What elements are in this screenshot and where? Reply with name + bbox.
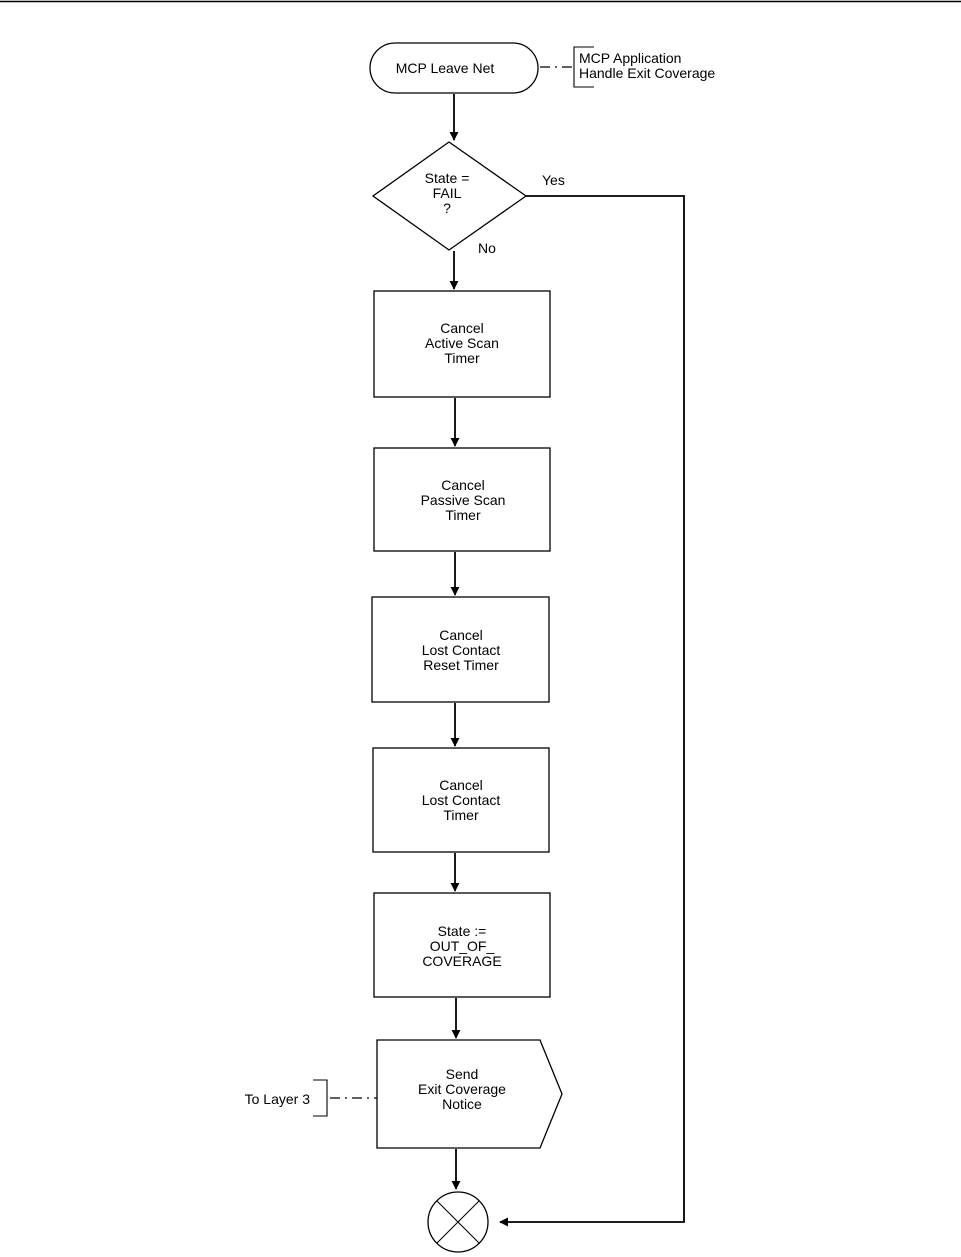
decision-line-2: FAIL [433, 185, 462, 201]
step-4-line-2: Lost Contact [422, 792, 501, 808]
step-cancel-lost-contact-reset-timer [371, 596, 550, 703]
start-note-line-2: Handle Exit Coverage [579, 65, 715, 81]
yes-path [499, 195, 685, 1227]
no-label: No [478, 240, 496, 256]
step-3-line-3: Reset Timer [423, 657, 499, 673]
start-note-line-1: MCP Application [579, 50, 681, 66]
terminator-x-icon [427, 1191, 489, 1253]
step-4-line-1: Cancel [439, 777, 483, 793]
send-exit-coverage-notice [376, 1039, 563, 1149]
send-note-bracket [313, 1079, 328, 1117]
step-1-line-3: Timer [444, 350, 480, 366]
start-terminal [369, 42, 539, 94]
step-5-line-1: State := [438, 923, 487, 939]
step-cancel-active-scan-timer [373, 290, 551, 398]
yes-label: Yes [542, 172, 565, 188]
step-cancel-lost-contact-timer [372, 747, 550, 853]
step-5-line-2: OUT_OF_ [430, 938, 495, 954]
step-2-line-2: Passive Scan [421, 492, 506, 508]
step-cancel-passive-scan-timer [373, 447, 551, 552]
start-label: MCP Leave Net [396, 60, 495, 76]
decision-diamond [371, 141, 528, 251]
send-line-1: Send [446, 1066, 479, 1082]
step-1-line-2: Active Scan [425, 335, 499, 351]
send-line-2: Exit Coverage [418, 1081, 506, 1097]
step-4-line-3: Timer [443, 807, 479, 823]
decision-line-3: ? [443, 200, 451, 216]
step-2-line-3: Timer [445, 507, 481, 523]
step-2-line-1: Cancel [441, 477, 485, 493]
decision-line-1: State = [425, 170, 470, 186]
step-5-line-3: COVERAGE [422, 953, 501, 969]
send-line-3: Notice [442, 1096, 482, 1112]
step-state-out-of-coverage [373, 892, 551, 998]
start-note-bracket [573, 46, 594, 88]
step-3-line-2: Lost Contact [422, 642, 501, 658]
send-note-label: To Layer 3 [245, 1091, 311, 1107]
step-3-line-1: Cancel [439, 627, 483, 643]
step-1-line-1: Cancel [440, 320, 484, 336]
